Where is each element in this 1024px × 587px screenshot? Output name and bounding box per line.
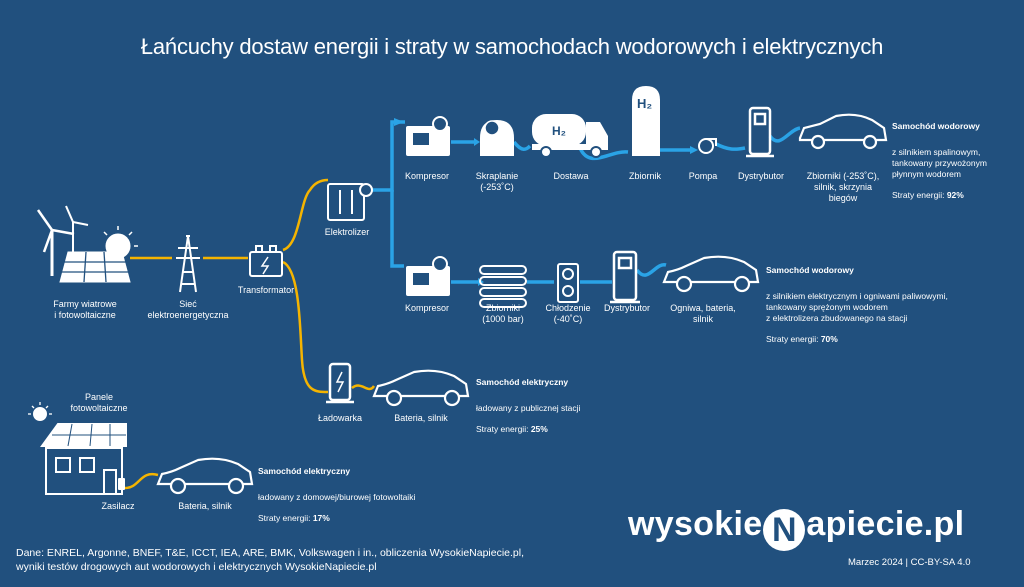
house-solar-icon [28, 402, 127, 495]
line-disp-car-mid [635, 263, 667, 277]
case-desc: z silnikiem elektrycznym i ogniwami pali… [766, 291, 948, 323]
label-compressor-top: Kompresor [404, 171, 449, 181]
label-electrolyzer: Elektrolizer [324, 227, 370, 237]
label-car-top: Zbiorniki (-253˚C), silnik, skrzynia bie… [806, 171, 880, 203]
case-desc: ładowany z publicznej stacji [476, 403, 581, 413]
wind-solar-farm-icon [36, 205, 138, 283]
label-grid: Sieć elektroenergetyczna [147, 299, 229, 320]
electrolyzer-icon [327, 183, 373, 221]
label-liquefaction: Skraplanie (-253˚C) [475, 171, 519, 192]
hydrogen-tank-icon: H₂ [632, 86, 660, 156]
label-car-mid: Ogniwa, bateria, silnik [670, 303, 736, 324]
label-dispenser-mid: Dystrybutor [603, 303, 650, 313]
case-h2-fuelcell: Samochód wodorowy z silnikiem elektryczn… [766, 254, 1016, 356]
dispenser-top-icon [746, 106, 774, 158]
case-desc: ładowany z domowej/biurowej fotowoltaiki [258, 492, 416, 502]
line-transformer-electrolyzer [282, 178, 329, 252]
electric-lines [124, 178, 376, 490]
line-charger-car [351, 384, 376, 391]
label-transformer: Transformator [237, 285, 295, 295]
case-ev-public: Samochód elektryczny ładowany z publiczn… [476, 366, 656, 446]
dispenser-mid-icon [610, 250, 640, 304]
label-charger: Ładowarka [317, 413, 363, 423]
transformer-icon [249, 245, 283, 277]
label-dispenser-top: Dystrybutor [737, 171, 784, 181]
brand-mark-icon: N [763, 509, 806, 551]
case-loss: Straty energii: 25% [476, 424, 548, 434]
label-tank-top: Zbiornik [628, 171, 661, 181]
case-heading: Samochód elektryczny [258, 466, 351, 476]
label-delivery: Dostawa [553, 171, 589, 181]
svg-text:H₂: H₂ [552, 124, 566, 138]
line-liq-truck [512, 140, 532, 151]
label-car-home: Bateria, silnik [178, 501, 232, 511]
line-disp-car-top [768, 126, 801, 143]
car-home-icon [156, 457, 254, 495]
charger-icon [326, 362, 354, 404]
loss-value: 70% [820, 334, 838, 344]
label-tanks-mid: Zbiorniki (1000 bar) [482, 303, 524, 324]
line-truck-tank [578, 147, 629, 161]
label-power-supply: Zasilacz [101, 501, 135, 511]
car-mid-icon [662, 255, 760, 293]
line-pump-disp [715, 142, 746, 151]
loss-value: 17% [312, 513, 330, 523]
case-loss: Straty energii: 17% [258, 513, 330, 523]
svg-text:H₂: H₂ [637, 96, 652, 111]
line-transformer-charger [282, 260, 329, 394]
line-electrolyzer-down [390, 190, 404, 268]
transmission-tower-icon [176, 235, 200, 293]
case-heading: Samochód wodorowy [766, 265, 854, 275]
pressure-tanks-icon [479, 265, 527, 308]
pump-icon [698, 138, 717, 154]
case-loss: Straty energii: 70% [766, 334, 838, 344]
label-home-panels: Panele fotowoltaiczne [70, 392, 128, 413]
case-desc: z silnikiem spalinowym, tankowany przywo… [892, 147, 987, 179]
label-farms: Farmy wiatrowe i fotowoltaiczne [53, 299, 117, 320]
car-top-icon [798, 113, 888, 150]
delivery-truck-icon: H₂ [532, 114, 608, 158]
label-pump: Pompa [688, 171, 718, 181]
cooling-icon [557, 263, 579, 303]
compressor-top-icon [406, 116, 450, 156]
footer-date-license: Marzec 2024 | CC-BY-SA 4.0 [848, 557, 971, 568]
case-loss: Straty energii: 92% [892, 190, 964, 200]
label-cooling: Chłodzenie (-40˚C) [545, 303, 591, 324]
case-heading: Samochód elektryczny [476, 377, 569, 387]
liquefaction-icon [480, 120, 514, 156]
power-supply-icon [118, 478, 125, 490]
loss-value: 25% [530, 424, 548, 434]
source-note: Dane: ENREL, Argonne, BNEF, T&E, ICCT, I… [16, 547, 525, 573]
case-h2-liquid: Samochód wodorowy z silnikiem spalinowym… [892, 110, 1020, 212]
loss-value: 92% [946, 190, 964, 200]
label-car-ev: Bateria, silnik [394, 413, 448, 423]
hydrogen-lines [370, 120, 801, 284]
line-supply-car [124, 472, 159, 490]
compressor-mid-icon [406, 256, 450, 296]
case-ev-home: Samochód elektryczny ładowany z domowej/… [258, 455, 478, 535]
case-heading: Samochód wodorowy [892, 121, 980, 131]
car-ev-icon [372, 369, 470, 407]
page-title: Łańcuchy dostaw energii i straty w samoc… [140, 34, 884, 59]
label-compressor-mid: Kompresor [404, 303, 449, 313]
